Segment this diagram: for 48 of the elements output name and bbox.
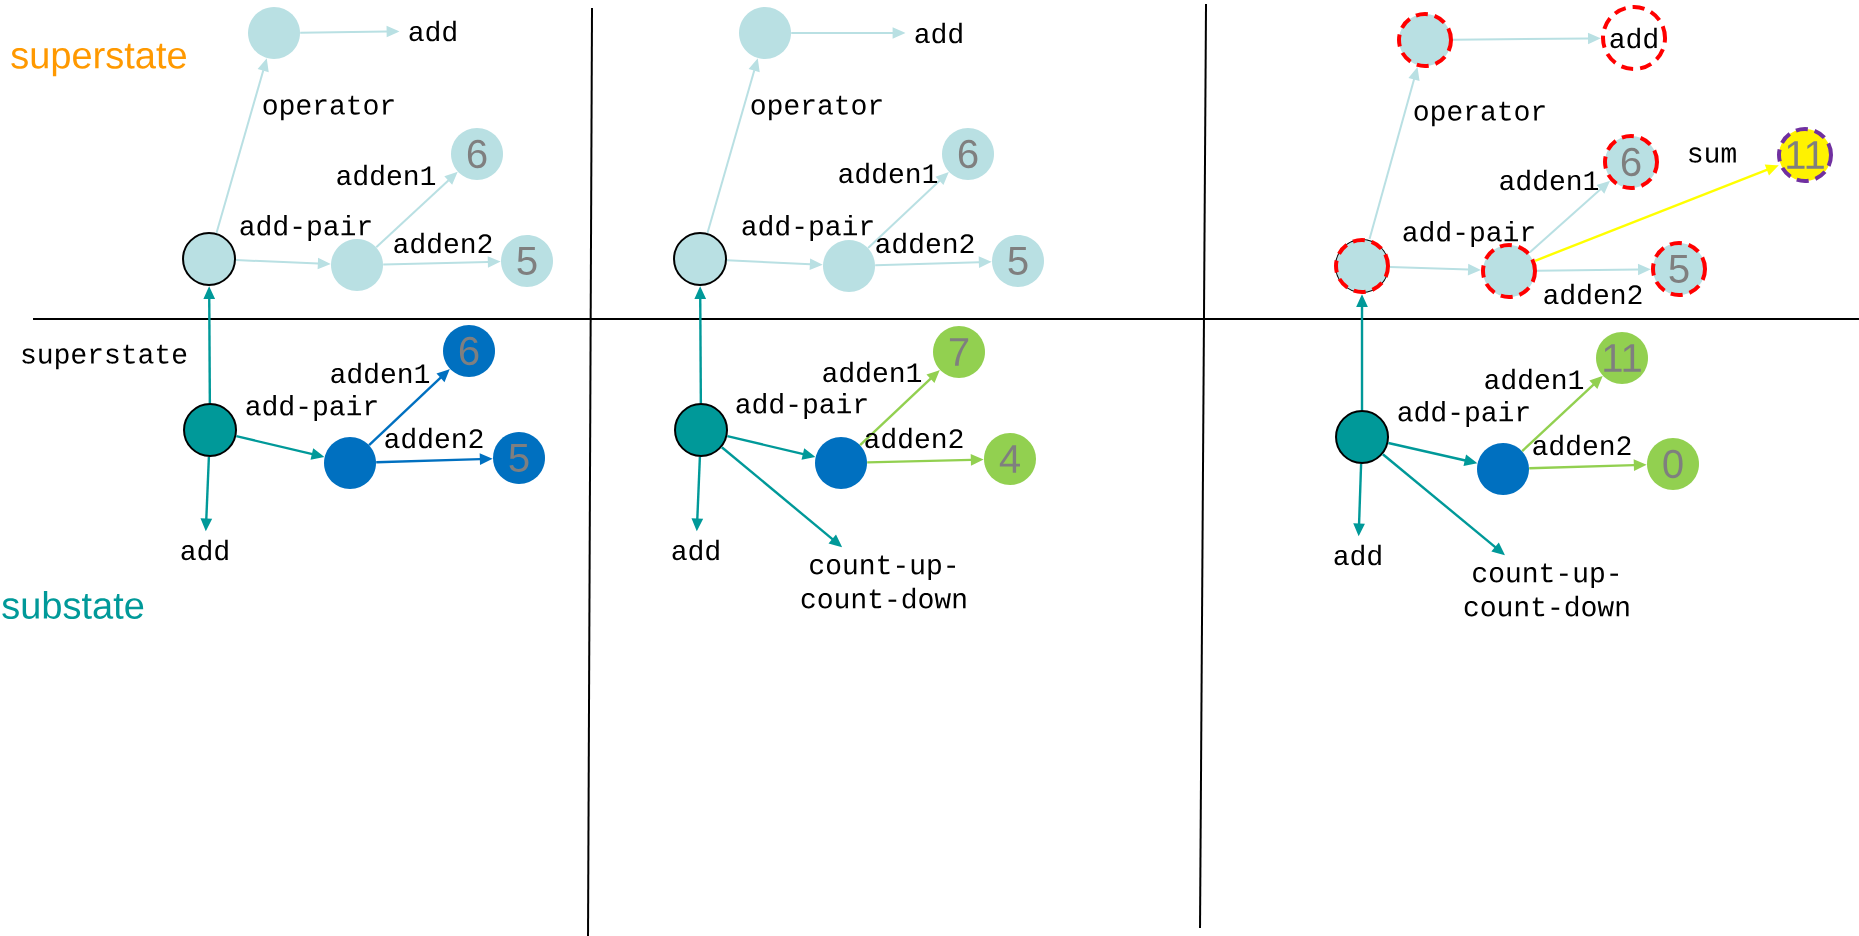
edge-label: adden1: [1500, 169, 1599, 191]
value-text: add: [1334, 544, 1381, 566]
node-circle: [1477, 443, 1529, 495]
edge-label: add-pair: [1403, 220, 1534, 248]
edge-label: adden2: [385, 427, 483, 449]
edge-label: operator: [751, 95, 882, 121]
edge-label: adden2: [1544, 283, 1642, 305]
node-circle: [331, 239, 383, 291]
edge-label: adden1: [331, 362, 430, 384]
node-circle: [182, 232, 236, 286]
node-circle: [674, 403, 728, 457]
value-text: count-up- count-down: [1464, 563, 1629, 617]
node-circle: [1335, 410, 1389, 464]
edge-label: operator: [1414, 101, 1545, 127]
value-text: add: [181, 539, 228, 561]
section-label: substate: [2, 591, 144, 619]
value-text: add: [672, 539, 719, 561]
node-circle: [673, 232, 727, 286]
edge-label: add-pair: [736, 392, 867, 420]
section-label: superstate: [11, 43, 186, 77]
node-circle: [1334, 238, 1390, 294]
node-circle: [815, 437, 867, 489]
node-circle: [183, 403, 237, 457]
edge-label: sum: [1689, 147, 1736, 163]
edge-label: adden2: [1533, 434, 1631, 456]
edge-label: adden2: [394, 232, 492, 254]
arrow: [867, 172, 949, 250]
edge-label: operator: [263, 95, 394, 121]
value-text: add: [409, 20, 456, 42]
value-text: add: [1601, 5, 1667, 71]
edge-label: adden1: [1485, 368, 1584, 390]
node-circle: [739, 7, 791, 59]
value-text: count-up- count-down: [801, 555, 966, 609]
edge-label: add-pair: [246, 394, 377, 422]
edge-label: add-pair: [742, 214, 873, 242]
edge-label: adden1: [823, 361, 922, 383]
value-text: add: [915, 22, 962, 44]
edge-label: add-pair: [1398, 400, 1529, 428]
edge-label: adden1: [337, 164, 436, 186]
node-circle: [823, 240, 875, 292]
edge-label: superstate: [22, 344, 187, 370]
node-circle: [248, 7, 300, 59]
node-circle: [1397, 12, 1453, 68]
edge-label: add-pair: [240, 214, 371, 242]
edge-label: adden2: [865, 427, 963, 449]
edge-label: adden2: [876, 232, 974, 254]
node-circle: [324, 437, 376, 489]
edge-label: adden1: [839, 162, 938, 184]
